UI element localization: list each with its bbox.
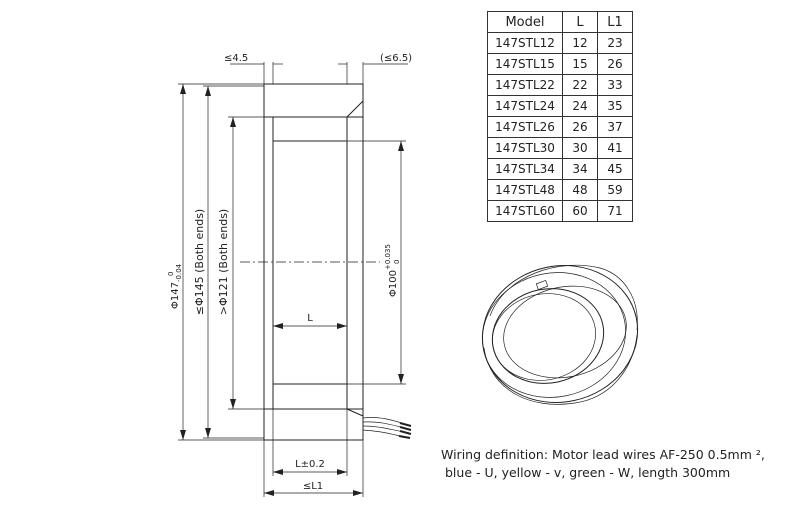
cell-l1: 37: [597, 116, 633, 138]
dim-outer-dia-tol-lower: -0.04: [175, 263, 183, 282]
dim-bore-dia-tol-upper: +0.035: [384, 244, 392, 270]
lead-wires-icon: [362, 417, 412, 439]
dimension-lines: [178, 62, 408, 497]
cell-l1: 71: [597, 200, 633, 222]
cell-model: 147STL15: [487, 53, 563, 75]
cell-l1: 33: [597, 74, 633, 96]
hatch-bottom-outer: [263, 408, 364, 441]
cell-l: 30: [562, 137, 598, 159]
dim-outer-dia-tol-upper: 0: [167, 272, 175, 276]
cell-l: 12: [562, 32, 598, 54]
cell-model: 147STL22: [487, 74, 563, 96]
dim-bore-dia: Φ100: [388, 270, 399, 297]
cell-l: 34: [562, 158, 598, 180]
cell-l1: 41: [597, 137, 633, 159]
dim-length-L: L: [307, 313, 313, 324]
stator-cross-section: [240, 83, 380, 441]
cell-model: 147STL30: [487, 137, 563, 159]
cell-l1: 59: [597, 179, 633, 201]
dim-outer-dia: Φ147: [170, 282, 181, 309]
cell-l: 24: [562, 95, 598, 117]
cell-model: 147STL34: [487, 158, 563, 180]
cell-l: 15: [562, 53, 598, 75]
dim-length-L1: ≤L1: [303, 481, 323, 492]
dim-top-left: ≤4.5: [224, 53, 248, 64]
cell-model: 147STL26: [487, 116, 563, 138]
cell-l1: 35: [597, 95, 633, 117]
wiring-line-1: Wiring definition: Motor lead wires AF-2…: [441, 447, 765, 462]
header-model: Model: [487, 11, 563, 33]
hatch-bottom-inner: [272, 383, 348, 410]
dim-bore-dia-tol-lower: 0: [393, 260, 401, 264]
dim-outer-both-ends: ≤Φ145 (Both ends): [193, 209, 206, 315]
dim-length-L-tol: L±0.2: [295, 459, 325, 470]
ring-motor-3d-view-icon: [481, 264, 639, 405]
hatch-top-inner: [272, 116, 348, 142]
cell-l1: 23: [597, 32, 633, 54]
cell-model: 147STL12: [487, 32, 563, 54]
wiring-line-2: blue - U, yellow - v, green - W, length …: [445, 465, 731, 480]
header-l1: L1: [597, 11, 633, 33]
cell-l1: 26: [597, 53, 633, 75]
cell-model: 147STL48: [487, 179, 563, 201]
cell-l: 48: [562, 179, 598, 201]
cell-l1: 45: [597, 158, 633, 180]
wiring-definition: Wiring definition: Motor lead wires AF-2…: [441, 446, 796, 482]
header-l: L: [562, 11, 598, 33]
cell-l: 60: [562, 200, 598, 222]
cell-model: 147STL60: [487, 200, 563, 222]
table-header-row: Model L L1: [487, 11, 633, 33]
cell-l: 22: [562, 74, 598, 96]
cell-l: 26: [562, 116, 598, 138]
dim-inner-both-ends: >Φ121 (Both ends): [217, 209, 230, 315]
dim-top-right: (≤6.5): [380, 53, 412, 64]
cell-model: 147STL24: [487, 95, 563, 117]
